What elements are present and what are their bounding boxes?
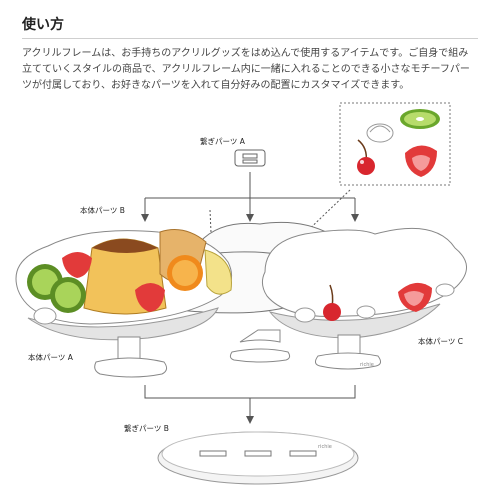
cherry-motif-icon [357, 139, 375, 175]
section-title: 使い方 [22, 17, 64, 33]
center-base-outline [229, 348, 291, 363]
cream-motif-icon [366, 123, 394, 143]
body-part-a-dessert [15, 229, 233, 378]
connector-a-icon [234, 149, 266, 167]
section-description: アクリルフレームは、お手持ちのアクリルグッズをはめ込んで使用するアイテムです。ご… [22, 48, 470, 91]
brand-mark-c: richie [360, 362, 374, 368]
label-connector-a: 繋ぎパーツ A [200, 137, 245, 146]
strawberry-motif-icon [405, 145, 437, 177]
kiwi-motif-icon [400, 109, 440, 129]
title-divider [22, 38, 478, 39]
connector-b-base: richie [157, 431, 359, 485]
bracket-bottom [144, 385, 356, 399]
label-body-a: 本体パーツ A [28, 353, 73, 362]
body-part-c-dessert: richie [261, 228, 467, 370]
label-body-b: 本体パーツ B [80, 206, 125, 215]
brand-mark-base: richie [318, 444, 332, 450]
label-body-c: 本体パーツ C [418, 337, 463, 346]
label-connector-b: 繋ぎパーツ B [124, 424, 169, 433]
